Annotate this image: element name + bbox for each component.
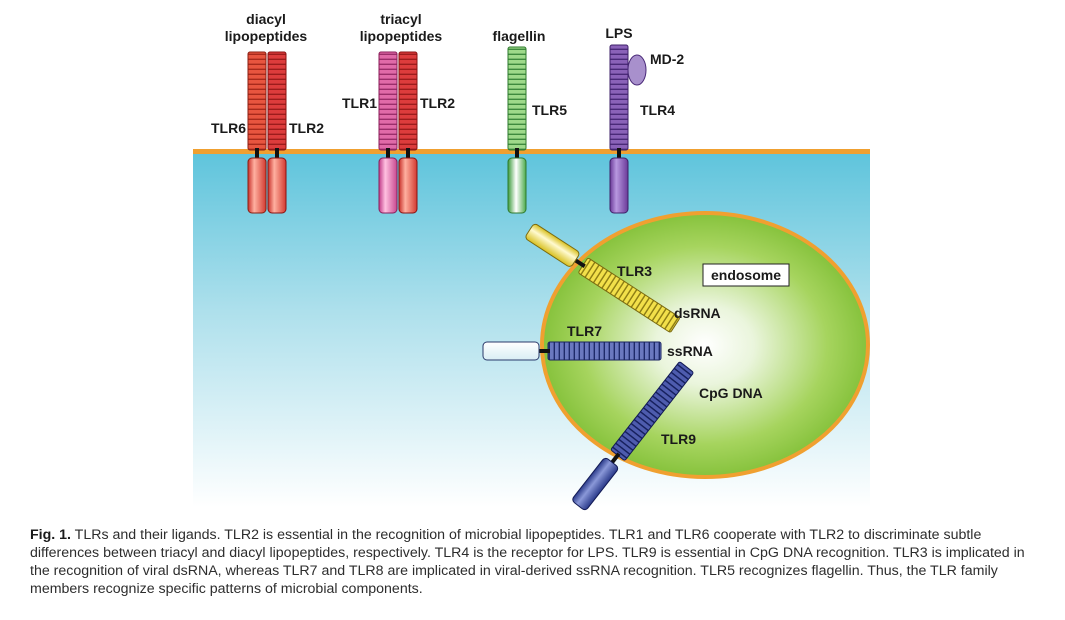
diacyl-label-1: diacyl — [246, 11, 286, 27]
figure-caption: Fig. 1. TLRs and their ligands. TLR2 is … — [30, 526, 1040, 598]
tlr2-label-a: TLR2 — [289, 120, 324, 136]
caption-text: TLRs and their ligands. TLR2 is essentia… — [30, 527, 1025, 597]
tlr5-tir-domain — [507, 157, 527, 214]
tlr6-transmembrane — [255, 148, 259, 160]
lps-label: LPS — [605, 25, 632, 41]
tlr4-tir-domain — [609, 157, 629, 214]
md2-protein — [627, 54, 647, 86]
endosome-label-box — [702, 263, 790, 287]
ssrna-label: ssRNA — [667, 343, 713, 359]
tlr5-label: TLR5 — [532, 102, 567, 118]
tlr2-ectodomain — [398, 51, 418, 151]
tlr7-receptor — [482, 341, 662, 361]
tlr2-ectodomain — [267, 51, 287, 151]
tlr4-transmembrane — [617, 148, 621, 160]
tlr4-receptor — [609, 44, 647, 214]
tlr6-tlr2-dimer — [247, 51, 287, 214]
triacyl-label-2: lipopeptides — [360, 28, 443, 44]
tlr3-label: TLR3 — [617, 263, 652, 279]
tlr2-transmembrane — [275, 148, 279, 160]
diacyl-label-2: lipopeptides — [225, 28, 308, 44]
tlr2-tir-domain — [267, 157, 287, 214]
tlr5-transmembrane — [515, 148, 519, 160]
tlr9-tir-domain — [572, 457, 619, 511]
dsrna-label: dsRNA — [674, 305, 721, 321]
figure-number: Fig. 1. — [30, 527, 71, 543]
tlr1-tir-domain — [378, 157, 398, 214]
tlr1-ectodomain — [378, 51, 398, 151]
tlr3-receptor — [525, 223, 680, 333]
tlr7-tir-domain — [482, 341, 540, 361]
tlr1-tlr2-dimer — [378, 51, 418, 214]
tlr9-transmembrane — [609, 452, 621, 465]
tlr7-transmembrane — [538, 349, 550, 353]
md2-label: MD-2 — [650, 51, 684, 67]
endosome-label: endosome — [711, 267, 781, 283]
tlr6-ectodomain — [247, 51, 267, 151]
tlr2-transmembrane — [406, 148, 410, 160]
tlr2-label-b: TLR2 — [420, 95, 455, 111]
tlr4-ectodomain — [609, 44, 629, 151]
tlr3-tir-domain — [525, 223, 580, 267]
tlr7-ectodomain — [547, 341, 662, 361]
tlr6-label: TLR6 — [211, 120, 246, 136]
cpg-dna-label: CpG DNA — [699, 385, 763, 401]
plasma-membrane — [193, 149, 870, 154]
tlr7-label: TLR7 — [567, 323, 602, 339]
tlr3-transmembrane — [573, 258, 586, 269]
tlr-diagram: endosome diacyl lipopeptides TLR6 TLR2 t… — [193, 11, 870, 511]
tlr5-ectodomain — [507, 46, 527, 151]
triacyl-label-1: triacyl — [380, 11, 421, 27]
tlr1-transmembrane — [386, 148, 390, 160]
tlr4-label: TLR4 — [640, 102, 675, 118]
tlr1-label: TLR1 — [342, 95, 377, 111]
tlr9-receptor — [572, 361, 694, 511]
tlr5-receptor — [507, 46, 527, 214]
tlr9-label: TLR9 — [661, 431, 696, 447]
tlr2-tir-domain — [398, 157, 418, 214]
tlr6-tir-domain — [247, 157, 267, 214]
flagellin-label: flagellin — [493, 28, 546, 44]
